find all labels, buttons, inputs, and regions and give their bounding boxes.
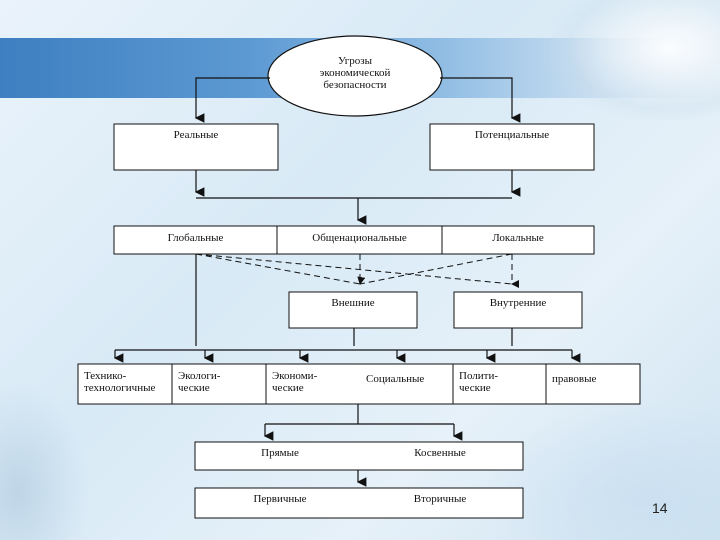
label-real: Реальные	[173, 129, 219, 141]
label-local: Локальные	[492, 232, 544, 244]
label-technological: Технико- технологичные	[84, 370, 156, 394]
label-potential: Потенциальные	[474, 129, 550, 141]
label-social: Социальные	[366, 373, 425, 385]
box-external	[288, 291, 418, 329]
background-decoration	[550, 0, 720, 120]
root-ellipse	[267, 35, 443, 117]
connector	[194, 77, 270, 123]
label-direct: Прямые	[261, 447, 299, 459]
box-potential	[429, 123, 595, 171]
label-external: Внешние	[331, 297, 375, 309]
box-scale	[113, 225, 595, 255]
label-global: Глобальные	[167, 232, 224, 244]
label-internal: Внутренние	[489, 297, 547, 309]
label-indirect: Косвенные	[414, 447, 466, 459]
label-primary: Первичные	[253, 493, 307, 505]
label-economic: Экономи- ческие	[272, 370, 318, 394]
label-secondary: Вторичные	[413, 493, 467, 505]
label-national: Общенациональные	[312, 232, 407, 244]
label-ecological: Экологи- ческие	[178, 370, 221, 394]
box-primary-secondary	[194, 487, 524, 519]
background-decoration	[0, 380, 90, 540]
box-direct-indirect	[194, 441, 524, 471]
page-number: 14	[652, 500, 668, 516]
connector	[359, 253, 513, 285]
root-label: Угрозы экономической безопасности	[319, 55, 391, 91]
connector	[195, 253, 513, 285]
box-real	[113, 123, 279, 171]
connector	[195, 253, 366, 285]
label-political: Полити- ческие	[459, 370, 499, 394]
connector	[440, 77, 521, 123]
box-internal	[453, 291, 583, 329]
label-legal: правовые	[552, 373, 597, 385]
